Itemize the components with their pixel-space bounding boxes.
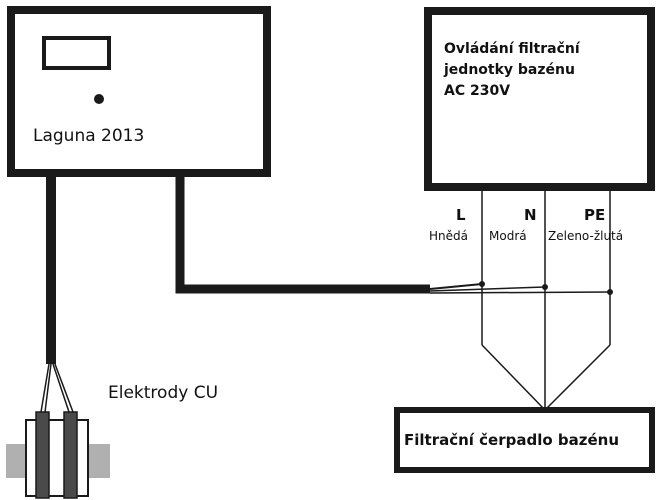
control-cable-lead-3 (429, 291, 611, 294)
controller-box (7, 6, 271, 177)
electrode-lead-right (52, 363, 70, 413)
flange-right (86, 444, 110, 478)
control-cable-lead-2 (429, 286, 546, 292)
electrode-rod-left (35, 411, 50, 499)
wire-label-pe: PE (584, 206, 606, 224)
pump-label: Filtrační čerpadlo bazénu (404, 431, 620, 449)
wire-color-l: Hnědá (429, 229, 468, 243)
flange-left (6, 444, 28, 478)
wire-pe-to-pump (544, 344, 611, 411)
control-cable (175, 174, 430, 294)
electrode-rod-right (63, 411, 78, 499)
filtration-control-box (424, 7, 655, 191)
electrode-cable (46, 174, 56, 364)
filtration-control-title-line-2: jednotky bazénu (444, 62, 575, 78)
wire-l-to-pump (481, 344, 546, 411)
wire-label-n: N (524, 206, 537, 224)
wire-color-pe: Zeleno-žlutá (548, 229, 624, 243)
junction-n (542, 284, 548, 290)
electrode-lead-right-2 (54, 363, 74, 413)
controller-display (42, 36, 111, 70)
filtration-control-title-line-1: Ovládání filtrační (444, 41, 580, 57)
junction-pe (607, 289, 613, 295)
wire-label-l: L (456, 206, 466, 224)
electrode-lead-left (40, 363, 50, 413)
controller-name: Laguna 2013 (33, 126, 145, 146)
electrodes-assembly (6, 411, 110, 499)
junction-l (479, 281, 485, 287)
pump-box (394, 407, 655, 473)
control-cable-lead (429, 283, 483, 290)
filtration-control-title-line-3: AC 230V (444, 83, 511, 99)
electrodes-label: Elektrody CU (108, 383, 219, 403)
controller-led (94, 94, 104, 104)
electrode-lead-left-2 (44, 363, 52, 413)
wire-color-n: Modrá (489, 229, 527, 243)
